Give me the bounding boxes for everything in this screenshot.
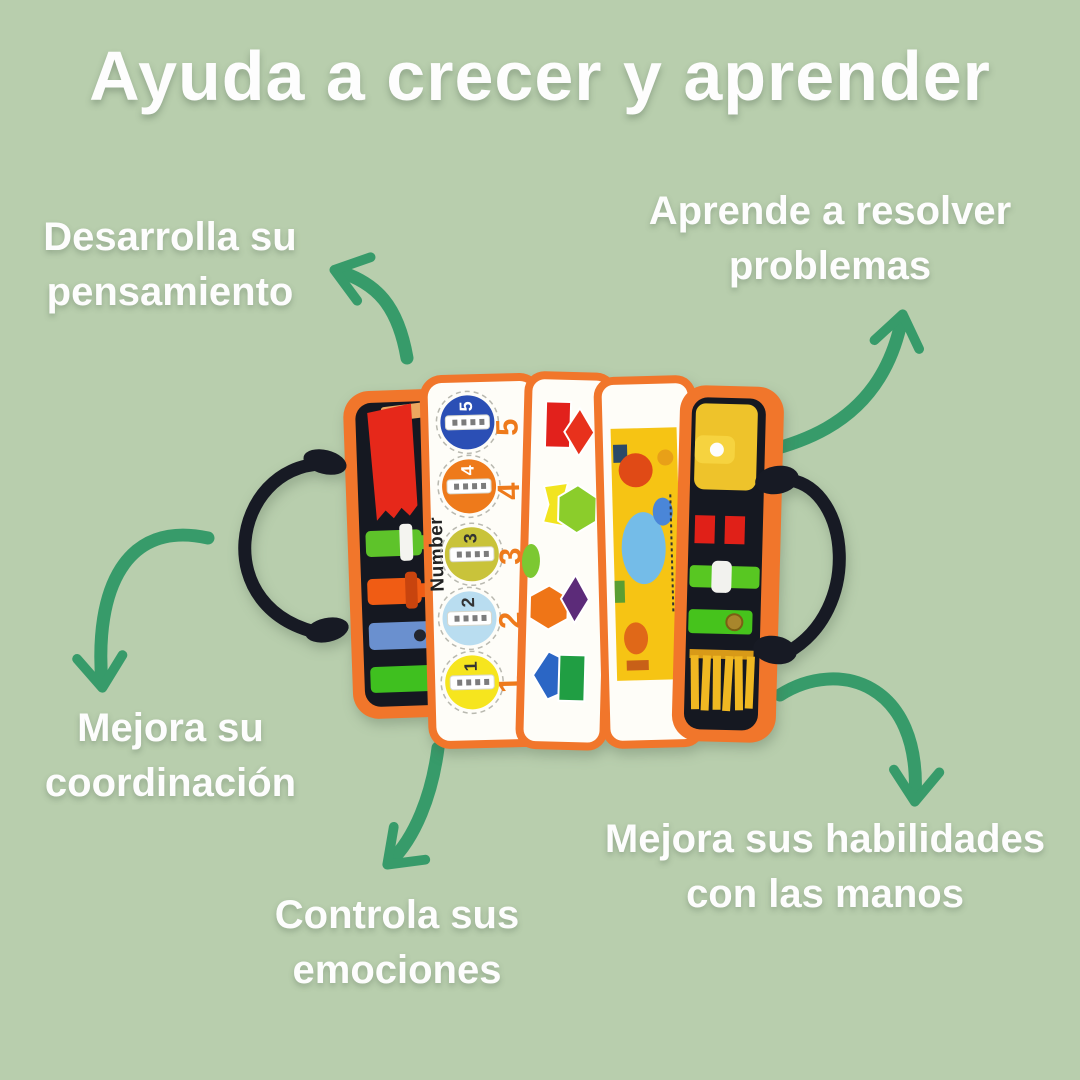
left-carry-handle [238, 457, 331, 641]
curved-arrow-to-top-left-label [329, 252, 414, 365]
curved-arrow-to-bottom-right-label [773, 672, 945, 807]
label-desarrolla-su-pensamiento: Desarrolla su pensamiento [43, 215, 297, 315]
right-cover-panel [671, 385, 784, 743]
green-velcro-strap [370, 665, 435, 693]
counting-circle-2: 2 [437, 586, 502, 651]
counting-circle-3: 3 [440, 522, 504, 587]
green-wrap-strap [689, 560, 760, 593]
right-carry-handle [781, 473, 846, 659]
counting-circle-4: 4 [437, 454, 501, 519]
purple-diamond-shape [559, 573, 591, 626]
label-mejora-sus-habilidades: Mejora sus habilidades con las manos [604, 817, 1046, 917]
green-square-shape [557, 653, 587, 703]
label-mejora-su-coordinacion: Mejora su coordinación [44, 706, 297, 806]
red-felt-pennant [367, 403, 418, 521]
green-oval-shape [521, 543, 540, 578]
side-numeral: 3 [493, 547, 528, 565]
label-controla-sus-emociones: Controla sus emociones [274, 893, 520, 993]
colorful-map-picture [610, 427, 684, 681]
circle-number: 4 [458, 465, 478, 476]
red-square-shape [543, 400, 573, 449]
curved-arrow-to-middle-left-label [72, 528, 215, 693]
circle-number: 5 [456, 401, 476, 412]
page-title: Ayuda a crecer y aprender [89, 37, 991, 115]
green-snap-strap [688, 609, 753, 635]
side-numeral: 4 [491, 481, 526, 500]
circle-number: 2 [458, 597, 478, 608]
number-page-heading: Number [426, 516, 449, 591]
left-handle-top-tab [303, 449, 347, 475]
circle-number: 3 [460, 533, 480, 544]
blue-snap-strap [368, 621, 434, 650]
right-handle-top-tab [755, 465, 799, 495]
counting-circle-1: 1 [440, 650, 504, 715]
curved-arrow-to-bottom-center-label [382, 741, 445, 870]
red-diamond-shape [563, 406, 596, 459]
red-felt-square [694, 515, 716, 544]
busy-board-product-photo: Number 5 4 [238, 371, 846, 751]
side-numeral: 5 [489, 418, 524, 436]
right-handle-bottom-tab [753, 635, 797, 665]
left-handle-bottom-tab [305, 617, 349, 643]
red-felt-square [724, 515, 746, 545]
yellow-fringe-strips [689, 649, 755, 712]
yellow-felt-wallet [694, 403, 758, 491]
counting-circle-5: 5 [435, 390, 500, 455]
label-aprende-a-resolver-problemas: Aprende a resolver problemas [648, 189, 1012, 289]
picture-page [593, 375, 705, 749]
circle-number: 1 [461, 661, 481, 672]
shapes-page [515, 371, 617, 751]
